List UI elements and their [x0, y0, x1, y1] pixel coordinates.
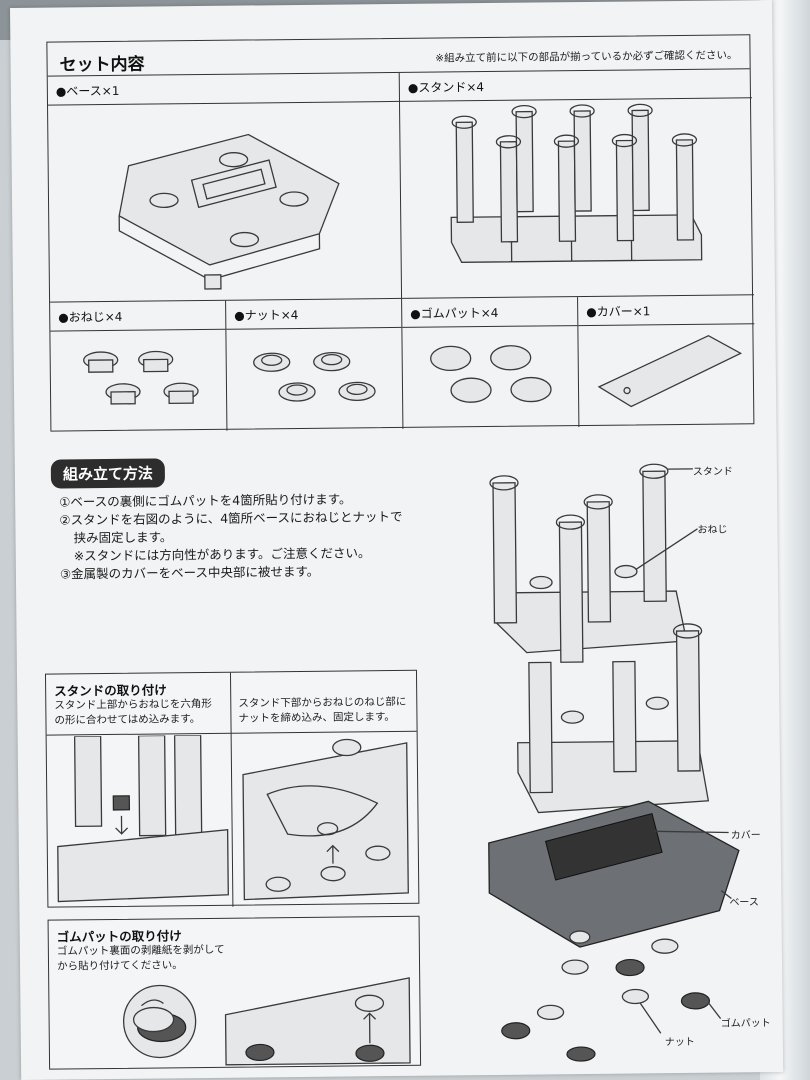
callout-cover: カバー	[730, 830, 761, 842]
stand-attach-illustration	[57, 734, 409, 903]
stand-attach-right-text: スタンド下部からおねじのねじ部に ナットを締め込み、固定します。	[238, 695, 406, 727]
rubber-pad-cell: ●ゴムパット×4	[402, 297, 580, 429]
rubber-attach-line-1: ゴムパット裏面の剥離紙を剥がして	[56, 943, 225, 958]
base-illustration	[118, 133, 340, 290]
rubber-attach-line-2: から貼り付けてください。	[56, 959, 183, 973]
callout-stand: スタンド	[692, 466, 733, 478]
base-label: ●ベース×1	[55, 83, 120, 99]
callout-base: ベース	[729, 897, 759, 909]
screws-illustration	[83, 350, 199, 405]
cover-illustration	[597, 334, 743, 408]
screw-label: ●おねじ×4	[58, 309, 123, 325]
stand-attach-box: スタンドの取り付け スタンド上部からおねじを六角形 の形に合わせてはめ込みます。…	[44, 669, 420, 908]
screw-cell: ●おねじ×4	[50, 300, 228, 433]
stands-illustration	[450, 103, 703, 263]
parts-title: セット内容	[59, 54, 145, 76]
stand-attach-left-line-2: の形に合わせてはめ込みます。	[54, 713, 201, 727]
callout-nut: ナット	[664, 1036, 695, 1049]
stand-label: ●スタンド×4	[407, 80, 485, 95]
base-cell: ●ベース×1	[47, 72, 403, 303]
stand-attach-left-line-1: スタンド上部からおねじを六角形	[54, 697, 212, 712]
step-2-line-1: ②スタンドを右図のように、4箇所ベースにおねじとナットで	[59, 508, 403, 528]
callout-screw: おねじ	[697, 524, 728, 536]
assembly-steps: ①ベースの裏側にゴムパットを4箇所貼り付けます。 ②スタンドを右図のように、4箇…	[59, 490, 403, 584]
stand-attach-left-text: スタンド上部からおねじを六角形 の形に合わせてはめ込みます。	[54, 697, 212, 729]
callout-rubber-pad: ゴムパット	[720, 1018, 771, 1030]
assembly-method-title: 組み立て方法	[50, 458, 166, 489]
nuts-illustration	[253, 351, 376, 402]
rubber-attach-illustration	[122, 977, 411, 1066]
rubber-pads-illustration	[430, 345, 552, 403]
rubber-pad-label: ●ゴムパット×4	[410, 305, 499, 321]
parts-notice: ※組み立て前に以下の部品が揃っているか必ずご確認ください。	[435, 49, 738, 65]
rubber-attach-box: ゴムパットの取り付け ゴムパット裏面の剥離紙を剥がして から貼り付けてください。	[47, 915, 422, 1070]
nut-cell: ●ナット×4	[226, 298, 404, 431]
step-2-note: ※スタンドには方向性があります。ご注意ください。	[73, 545, 371, 564]
stand-attach-title: スタンドの取り付け	[54, 682, 167, 699]
cover-cell: ●カバー×1	[578, 295, 755, 427]
nut-label: ●ナット×4	[234, 307, 299, 323]
stand-attach-right-line-1: スタンド下部からおねじのねじ部に	[238, 695, 407, 710]
exploded-assembly-diagram	[488, 463, 740, 1062]
instruction-sheet: セット内容 ※組み立て前に以下の部品が揃っているか必ずご確認ください。 ●ベース…	[10, 0, 784, 1080]
step-3: ③金属製のカバーをベース中央部に被せます。	[59, 563, 320, 582]
parts-contents-table: セット内容 ※組み立て前に以下の部品が揃っているか必ずご確認ください。 ●ベース…	[46, 34, 755, 433]
rubber-attach-text: ゴムパット裏面の剥離紙を剥がして から貼り付けてください。	[57, 943, 225, 975]
cover-label: ●カバー×1	[586, 304, 651, 319]
stand-attach-right-line-2: ナットを締め込み、固定します。	[238, 711, 395, 725]
stand-cell: ●スタンド×4	[399, 69, 755, 299]
